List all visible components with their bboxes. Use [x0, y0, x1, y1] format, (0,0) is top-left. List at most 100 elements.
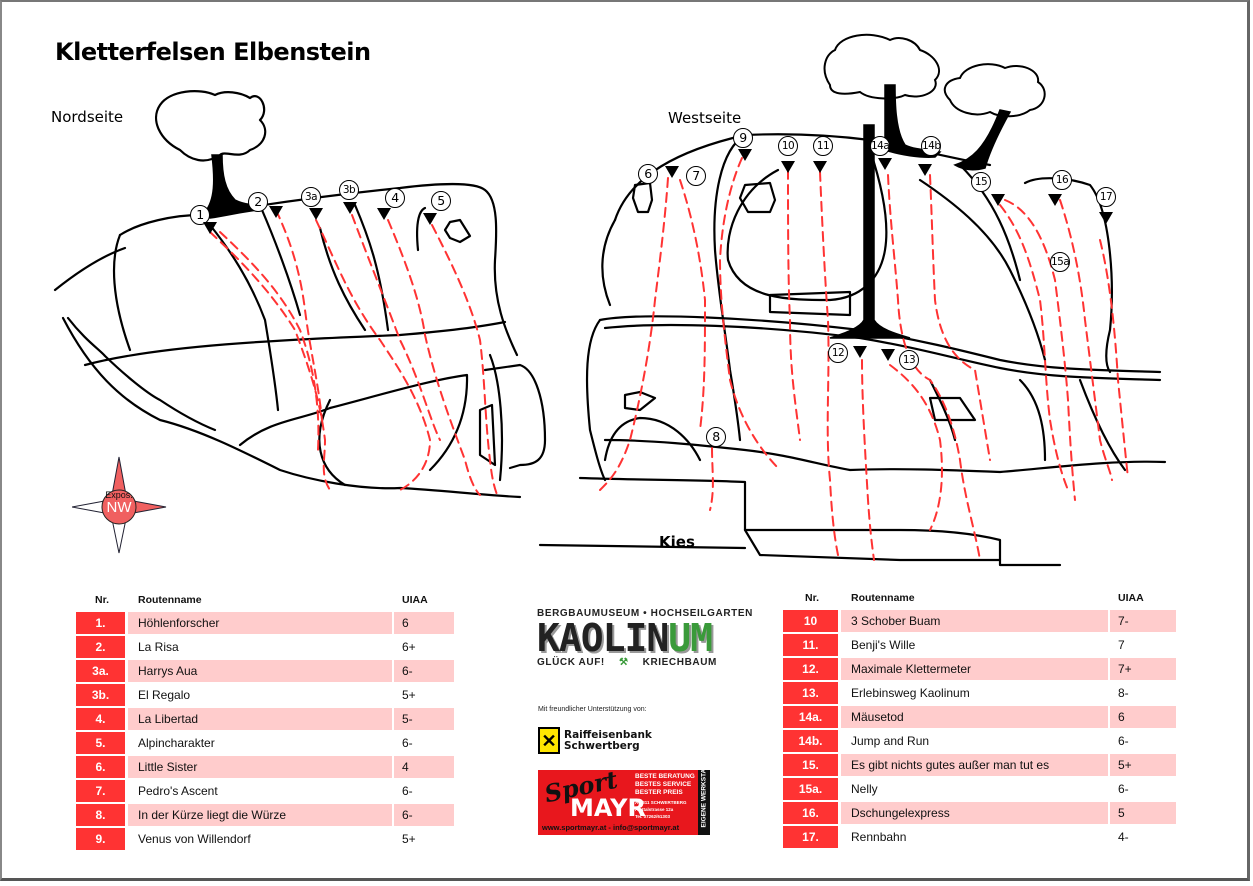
route-name: El Regalo: [128, 684, 394, 706]
route-number: 3b.: [76, 684, 128, 706]
route-name: Es gibt nichts gutes außer man tut es: [841, 754, 1110, 776]
route-grade: 5+: [402, 832, 416, 846]
rock-line: [603, 323, 1162, 382]
hammer-pick-icon: ⚒: [618, 657, 629, 668]
route-number: 2.: [76, 636, 128, 658]
anchor-icon: [665, 166, 679, 178]
route-marker-6: 6: [638, 164, 658, 184]
raiffeisen-cross-icon: ✕: [538, 727, 560, 754]
rock-line: [623, 390, 657, 412]
rock-line: [918, 178, 1047, 362]
route-line-9: [718, 157, 781, 471]
route-line-10: [787, 169, 801, 441]
route-marker-16: 16: [1052, 170, 1072, 190]
rock-line: [318, 226, 367, 332]
route-row: 15.Es gibt nichts gutes außer man tut es…: [783, 754, 1176, 776]
rock-line: [318, 398, 347, 487]
route-line-3a: [315, 219, 432, 491]
route-grade: 6-: [394, 804, 454, 826]
anchor-icon: [918, 164, 932, 176]
compass-label-top: Expos.: [105, 490, 133, 500]
route-name: Benji's Wille: [841, 634, 1110, 656]
anchor-icon: [309, 208, 323, 220]
sportmayr-name: MAYR: [570, 794, 647, 822]
route-marker-15: 15: [971, 172, 991, 192]
route-line-12: [861, 359, 875, 561]
route-line-2: [275, 209, 323, 421]
route-line-6: [599, 177, 669, 491]
route-marker-17: 17: [1096, 187, 1116, 207]
route-grade: 6-: [394, 660, 454, 682]
route-row: 14b.Jump and Run 6-: [783, 730, 1176, 752]
route-name: Little Sister: [128, 756, 394, 778]
route-line-15: [999, 204, 1069, 491]
route-name: La Risa: [128, 636, 394, 658]
raiffeisen-line2: Schwertberg: [564, 739, 640, 752]
rock-line: [238, 373, 469, 472]
route-number: 15.: [783, 754, 841, 776]
route-grade: 6-: [1118, 782, 1129, 796]
route-line-15a: [1004, 199, 1076, 501]
route-grade: 6-: [1118, 734, 1129, 748]
rock-line: [743, 528, 1002, 562]
route-line-8: [709, 447, 714, 511]
rock-line: [488, 353, 504, 482]
rock-line: [66, 316, 217, 432]
anchor-icon: [1048, 194, 1062, 206]
route-marker-3a: 3a: [301, 187, 321, 207]
rock-line: [112, 233, 132, 352]
sportmayr-claims: BESTE BERATUNG BESTES SERVICE BESTER PRE…: [635, 773, 695, 797]
sportmayr-ad: Sport MAYR BESTE BERATUNG BESTES SERVICE…: [538, 770, 710, 835]
compass-rose: [72, 456, 167, 554]
raiffeisen-logo: ✕ Raiffeisenbank Schwertberg: [538, 727, 652, 754]
route-number: 14b.: [783, 730, 841, 752]
kaolinum-location: KRIECHBAUM: [642, 657, 717, 668]
sportmayr-web[interactable]: www.sportmayr.at - info@sportmayr.at: [542, 823, 680, 832]
route-name: Dschungelexpress: [841, 802, 1110, 824]
route-grade: 8-: [1118, 686, 1129, 700]
route-number: 5.: [76, 732, 128, 754]
rock-line: [601, 218, 617, 307]
rock-line: [603, 416, 702, 462]
route-name: Nelly: [841, 778, 1110, 800]
kaolinum-name-main: KAOLIN: [537, 616, 669, 660]
tree-crown-west-2: [943, 63, 1046, 118]
rock-line: [726, 148, 888, 302]
compass-label-main: NW: [106, 499, 132, 516]
route-grade: 7: [1118, 638, 1125, 652]
route-grade: 4: [394, 756, 454, 778]
route-name: Höhlenforscher: [128, 612, 394, 634]
route-number: 7.: [76, 780, 128, 802]
route-name: 3 Schober Buam: [841, 610, 1110, 632]
route-name: Alpincharakter: [128, 732, 394, 754]
sportmayr-strip: EIGENE WERKSTATT: [698, 770, 710, 835]
label-west-side: Westseite: [668, 109, 742, 127]
label-north-side: Nordseite: [51, 108, 124, 126]
route-name: Jump and Run: [841, 730, 1110, 752]
pole: [829, 124, 911, 339]
route-grade: 4-: [1118, 830, 1129, 844]
route-marker-4: 4: [385, 188, 405, 208]
route-line-14b: [929, 174, 991, 461]
route-name: Rennbahn: [841, 826, 1110, 848]
header-routename: Routenname: [138, 594, 202, 606]
claim: BESTES SERVICE: [635, 781, 692, 788]
anchor-icon: [377, 208, 391, 220]
anchor-icon: [781, 161, 795, 173]
sportmayr-address: A-4311 SCHWERTBERG Aisttalstrasse 12a Te…: [635, 799, 687, 820]
rock-line: [260, 208, 302, 317]
rock-line: [713, 133, 747, 442]
route-grade: 7-: [1110, 610, 1176, 632]
kaolinum-tagline: BERGBAUMUSEUM • HOCHSEILGARTEN: [537, 608, 753, 619]
